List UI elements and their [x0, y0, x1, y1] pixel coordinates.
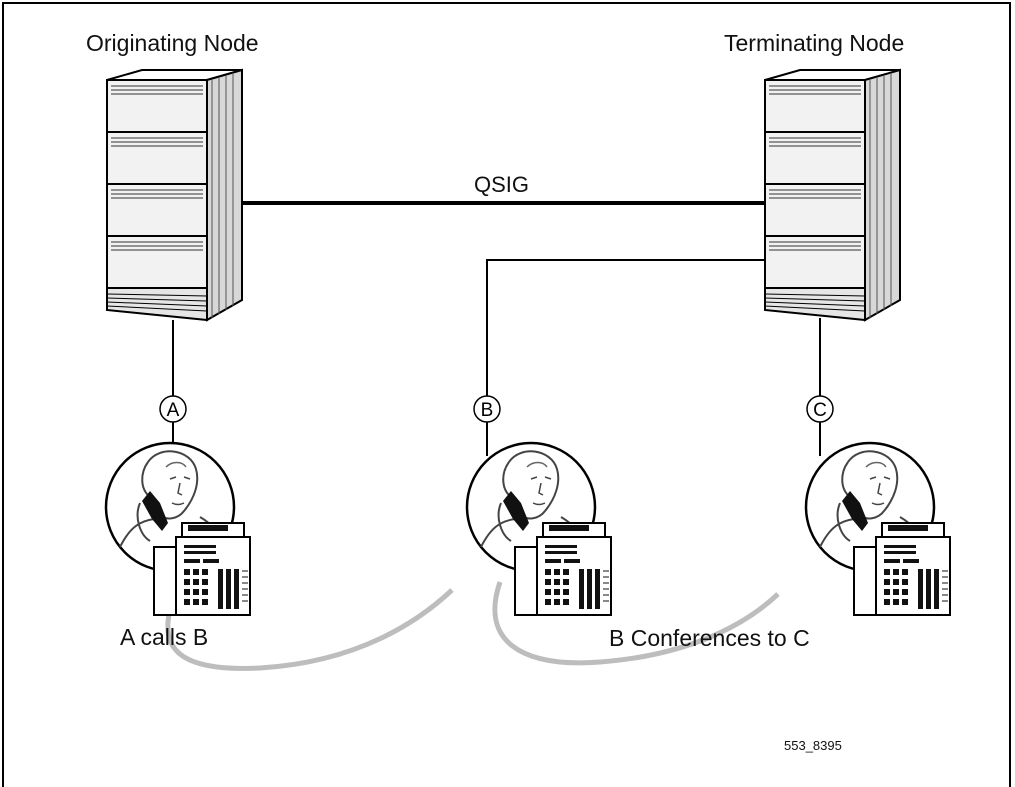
station-b-marker: B	[473, 395, 501, 423]
node-to-station-b-line	[486, 259, 768, 396]
qsig-label: QSIG	[474, 172, 530, 197]
station-c-user-phone-icon	[804, 441, 952, 617]
originating-node-label: Originating Node	[86, 30, 259, 56]
station-a-marker-label: A	[167, 400, 180, 421]
call-a-to-b-cord	[165, 586, 454, 671]
conference-b-to-c-cord	[492, 581, 780, 666]
station-b-marker-label: B	[481, 400, 494, 421]
station-c-marker-label: C	[813, 400, 827, 421]
a-calls-b-caption: A calls B	[120, 624, 209, 650]
b-conferences-c-caption: B Conferences to C	[609, 625, 810, 651]
station-b-user-phone-icon	[465, 441, 613, 617]
station-c-marker: C	[806, 395, 834, 423]
terminating-node-label: Terminating Node	[724, 30, 905, 56]
figure-id: 553_8395	[784, 738, 842, 753]
terminating-node-cabinet	[764, 69, 901, 321]
station-a-user-phone-icon	[104, 441, 252, 617]
originating-node-cabinet	[106, 69, 243, 321]
station-a-marker: A	[159, 395, 187, 423]
